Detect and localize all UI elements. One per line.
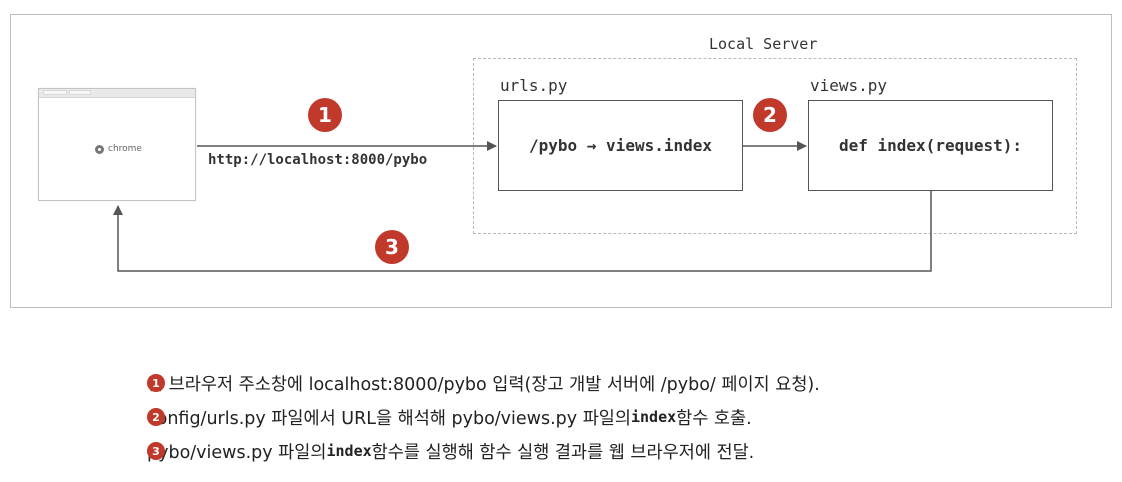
- note-code: index: [631, 408, 677, 426]
- note-text: 함수 호출.: [676, 408, 752, 429]
- step-badge-2: 2: [753, 98, 787, 132]
- local-server-label: Local Server: [709, 35, 818, 53]
- note-badge-1: 1: [147, 374, 165, 392]
- views-box: def index(request):: [808, 100, 1053, 191]
- browser-label: chrome: [108, 144, 142, 154]
- note-item: 3 pybo/views.py 파일의 index 함수를 실행해 함수 실행 …: [147, 440, 820, 463]
- request-url: http://localhost:8000/pybo: [208, 152, 428, 168]
- step-badge-1: 1: [308, 98, 342, 132]
- note-item: 2 config/urls.py 파일에서 URL을 해석해 pybo/view…: [147, 406, 820, 429]
- urls-box: /pybo → views.index: [498, 100, 743, 191]
- note-badge-3: 3: [147, 442, 165, 460]
- response-arrow: [113, 191, 932, 272]
- note-text: pybo/views.py 파일의: [147, 442, 327, 463]
- step-badge-3: 3: [375, 230, 409, 264]
- note-text: config/urls.py 파일에서 URL을 해석해 pybo/views.…: [147, 408, 631, 429]
- step-notes: 1 웹 브라우저 주소창에 localhost:8000/pybo 입력(장고 …: [147, 372, 820, 474]
- note-badge-2: 2: [147, 408, 165, 426]
- views-box-text: def index(request):: [838, 136, 1023, 155]
- note-text: 웹 브라우저 주소창에 localhost:8000/pybo 입력(장고 개발…: [147, 374, 820, 395]
- note-text: 함수를 실행해 함수 실행 결과를 웹 브라우저에 전달.: [371, 442, 755, 463]
- browser-logo: chrome: [95, 144, 142, 154]
- browser-tab: [43, 90, 67, 95]
- browser-tab: [69, 90, 91, 95]
- browser-tab-bar: [39, 89, 195, 98]
- chrome-icon: [95, 144, 104, 154]
- urls-file-label: urls.py: [500, 76, 568, 95]
- views-file-label: views.py: [810, 76, 888, 95]
- browser-window: chrome: [38, 88, 196, 201]
- note-code: index: [326, 442, 372, 460]
- note-item: 1 웹 브라우저 주소창에 localhost:8000/pybo 입력(장고 …: [147, 372, 820, 395]
- urls-box-text: /pybo → views.index: [528, 136, 713, 155]
